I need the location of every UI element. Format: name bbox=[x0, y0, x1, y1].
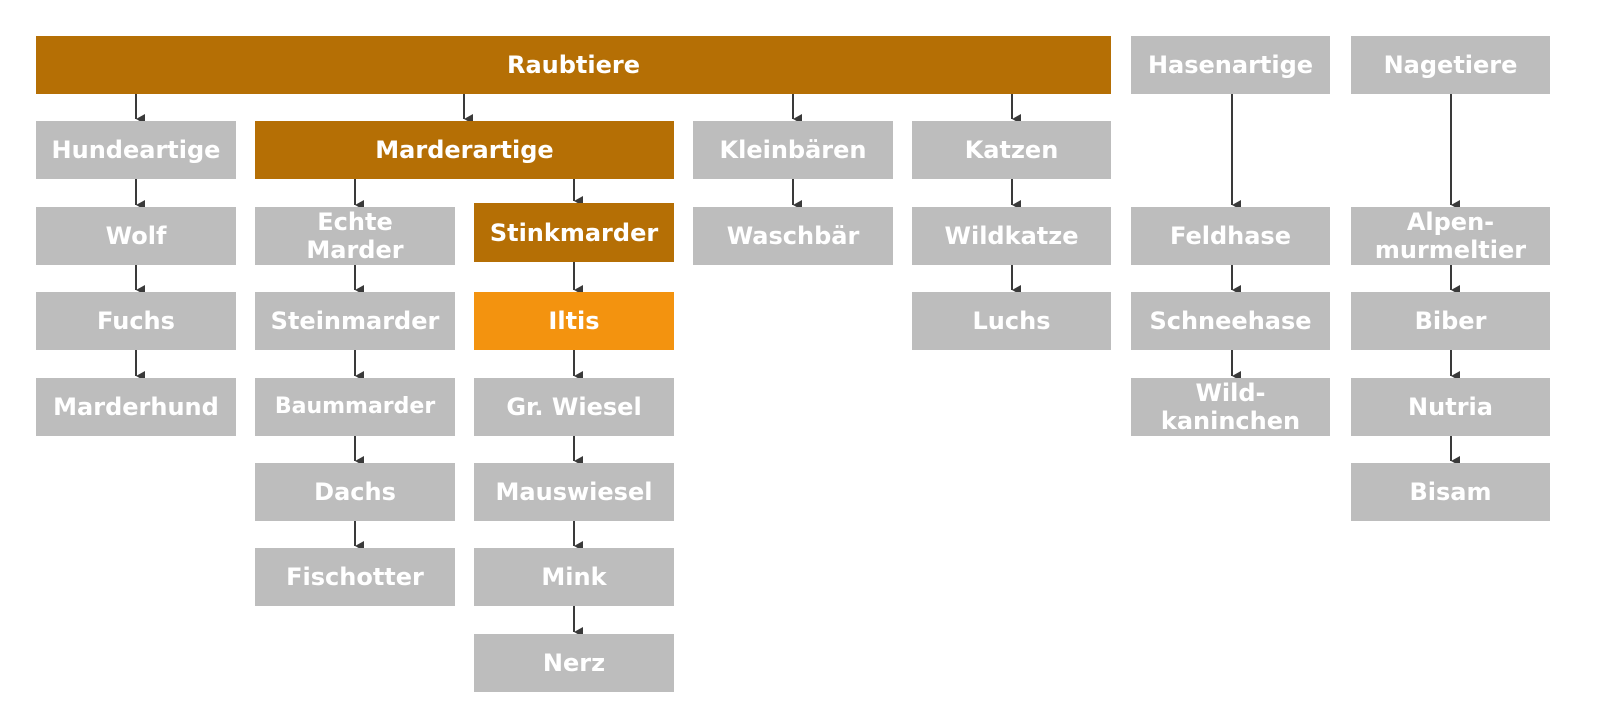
node-kleinbaeren: Kleinbären bbox=[693, 121, 893, 179]
node-nutria: Nutria bbox=[1351, 378, 1550, 436]
node-katzen: Katzen bbox=[912, 121, 1111, 179]
node-wolf: Wolf bbox=[36, 207, 236, 265]
node-wildkaninchen: Wild- kaninchen bbox=[1131, 378, 1330, 436]
node-biber: Biber bbox=[1351, 292, 1550, 350]
node-waschbaer: Waschbär bbox=[693, 207, 893, 265]
node-dachs: Dachs bbox=[255, 463, 455, 521]
node-echte-marder: Echte Marder bbox=[255, 207, 455, 265]
node-marderartige: Marderartige bbox=[255, 121, 674, 179]
node-mauswiesel: Mauswiesel bbox=[474, 463, 674, 521]
node-luchs: Luchs bbox=[912, 292, 1111, 350]
node-hasenartige: Hasenartige bbox=[1131, 36, 1330, 94]
node-baummarder: Baummarder bbox=[255, 378, 455, 436]
node-schneehase: Schneehase bbox=[1131, 292, 1330, 350]
node-alpenmurmeltier: Alpen- murmeltier bbox=[1351, 207, 1550, 265]
node-steinmarder: Steinmarder bbox=[255, 292, 455, 350]
node-gr-wiesel: Gr. Wiesel bbox=[474, 378, 674, 436]
node-nagetiere: Nagetiere bbox=[1351, 36, 1550, 94]
node-fischotter: Fischotter bbox=[255, 548, 455, 606]
node-stinkmarder: Stinkmarder bbox=[474, 203, 674, 262]
node-nerz: Nerz bbox=[474, 634, 674, 692]
node-fuchs: Fuchs bbox=[36, 292, 236, 350]
node-raubtiere: Raubtiere bbox=[36, 36, 1111, 94]
node-bisam: Bisam bbox=[1351, 463, 1550, 521]
node-hundeartige: Hundeartige bbox=[36, 121, 236, 179]
node-wildkatze: Wildkatze bbox=[912, 207, 1111, 265]
node-feldhase: Feldhase bbox=[1131, 207, 1330, 265]
node-marderhund: Marderhund bbox=[36, 378, 236, 436]
node-mink: Mink bbox=[474, 548, 674, 606]
node-iltis: Iltis bbox=[474, 292, 674, 350]
